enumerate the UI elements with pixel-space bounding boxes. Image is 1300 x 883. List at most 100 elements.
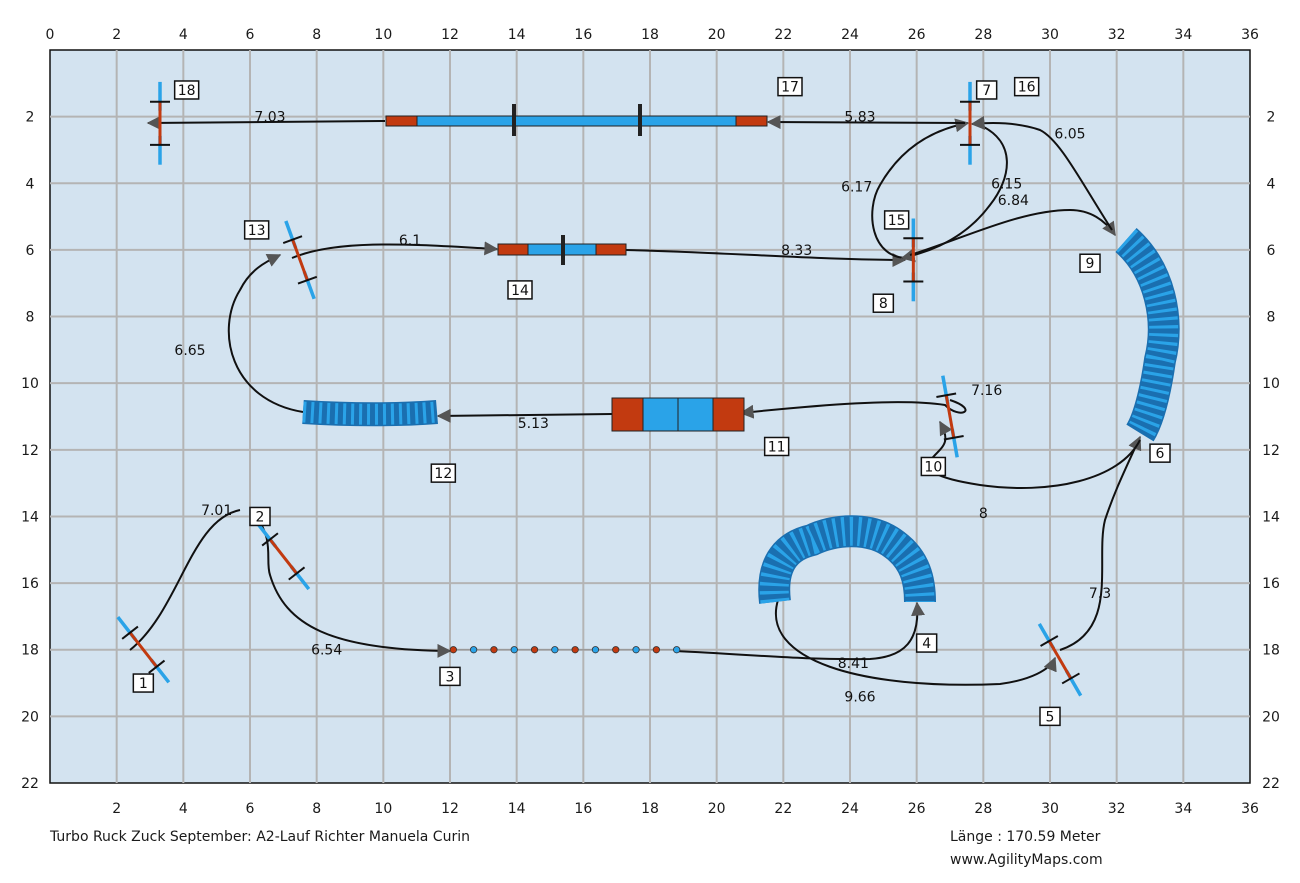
x-tick-top: 18 <box>641 27 659 43</box>
obstacle-number-8: 8 <box>872 293 895 313</box>
x-tick-bottom: 22 <box>774 801 792 817</box>
weave-pole <box>490 646 498 654</box>
x-tick-top: 34 <box>1174 27 1192 43</box>
hurdle-18 <box>150 81 170 165</box>
x-tick-top: 10 <box>374 27 392 43</box>
path-4-5 <box>775 599 1057 686</box>
weave-pole <box>510 646 518 654</box>
course-title: Turbo Ruck Zuck September: A2-Lauf Richt… <box>50 829 470 845</box>
distance-label: 5.83 <box>844 110 875 126</box>
label-text: 6 <box>1156 446 1165 462</box>
label-text: 10 <box>924 459 942 475</box>
label-text: 2 <box>256 509 265 525</box>
x-tick-bottom: 34 <box>1174 801 1192 817</box>
y-tick-right: 14 <box>1262 509 1280 525</box>
x-tick-top: 8 <box>312 27 321 43</box>
label-text: 17 <box>781 80 799 96</box>
path-14-15 <box>625 249 907 267</box>
x-tick-top: 28 <box>974 27 992 43</box>
path-9-16 <box>970 115 1113 231</box>
x-tick-top: 6 <box>246 27 255 43</box>
label-box <box>507 280 533 300</box>
path-6-10 <box>928 420 1141 489</box>
x-tick-top: 16 <box>574 27 592 43</box>
distance-label: 7.03 <box>254 110 285 126</box>
obstacle-number-11: 11 <box>763 436 790 457</box>
weave-pole <box>470 646 478 654</box>
tunnel-6-9 <box>1114 228 1180 442</box>
obstacle-number-17: 17 <box>777 76 803 97</box>
x-tick-bottom: 36 <box>1241 801 1259 817</box>
distance-label: 7.01 <box>201 503 232 519</box>
hurdle-post <box>288 566 306 581</box>
hurdle-post <box>297 275 318 285</box>
obstacle-number-5: 5 <box>1039 706 1061 727</box>
y-tick-left: 22 <box>21 776 39 792</box>
weave-pole <box>673 646 681 654</box>
label-box <box>920 456 947 477</box>
obstacle-number-15: 15 <box>883 210 910 230</box>
weave-pole <box>612 646 620 654</box>
obstacle-number-9: 9 <box>1079 253 1101 273</box>
hurdle-bar <box>1047 640 1073 680</box>
obstacle-number-13: 13 <box>243 220 270 240</box>
course-length: Länge : 170.59 Meter <box>950 829 1101 845</box>
distance-labels: 7.016.548.419.667.387.165.136.656.18.336… <box>174 110 1111 706</box>
obstacle-number-14: 14 <box>507 280 533 300</box>
y-tick-left: 14 <box>21 509 39 525</box>
x-tick-bottom: 26 <box>908 801 926 817</box>
hurdle-1 <box>116 616 171 684</box>
label-box <box>1149 443 1171 463</box>
label-text: 14 <box>511 283 529 299</box>
path-16-17 <box>766 115 966 130</box>
label-text: 9 <box>1086 256 1095 272</box>
x-tick-bottom: 6 <box>246 801 255 817</box>
hurdle-bar <box>944 394 956 439</box>
x-tick-bottom: 28 <box>974 801 992 817</box>
hurdle-8 <box>903 218 924 302</box>
label-text: 8 <box>879 296 888 312</box>
y-tick-left: 10 <box>21 376 39 392</box>
x-tick-bottom: 32 <box>1108 801 1126 817</box>
label-box <box>439 666 461 687</box>
hurdle-bar <box>128 631 158 668</box>
tunnel-12 <box>302 400 438 427</box>
distance-label: 7.3 <box>1089 586 1111 602</box>
label-text: 1 <box>139 676 148 692</box>
obstacle-number-2: 2 <box>249 506 271 527</box>
label-box <box>975 80 998 100</box>
x-tick-top: 24 <box>841 27 859 43</box>
hurdle-2 <box>256 522 311 591</box>
obstacle-number-3: 3 <box>439 666 461 687</box>
weave-pole <box>571 646 579 654</box>
hurdle-bar <box>291 239 309 281</box>
label-text: 15 <box>888 213 906 229</box>
y-tick-right: 16 <box>1262 576 1280 592</box>
label-text: 11 <box>768 439 786 455</box>
label-text: 7 <box>982 83 991 99</box>
x-tick-top: 20 <box>708 27 726 43</box>
obstacle-number-7: 7 <box>975 80 998 100</box>
label-text: 12 <box>434 466 452 482</box>
site-credit: www.AgilityMaps.com <box>950 852 1103 868</box>
weave-pole <box>530 646 539 654</box>
x-tick-top: 2 <box>112 27 121 43</box>
path-10-11 <box>739 399 967 419</box>
path-8-9 <box>909 208 1116 256</box>
x-tick-top: 32 <box>1108 27 1126 43</box>
x-tick-top: 12 <box>441 27 459 43</box>
y-tick-left: 4 <box>26 176 35 192</box>
x-tick-bottom: 2 <box>112 801 121 817</box>
hurdle-post <box>121 625 139 640</box>
x-tick-top: 14 <box>508 27 526 43</box>
distance-label: 6.65 <box>174 343 205 359</box>
distance-label: 6.84 <box>998 193 1029 209</box>
obstacle-number-18: 18 <box>173 80 200 100</box>
x-tick-bottom: 14 <box>508 801 526 817</box>
hurdle-bar <box>268 538 298 575</box>
dogwalk-17 <box>385 104 768 136</box>
y-tick-left: 16 <box>21 576 39 592</box>
label-text: 18 <box>178 83 196 99</box>
